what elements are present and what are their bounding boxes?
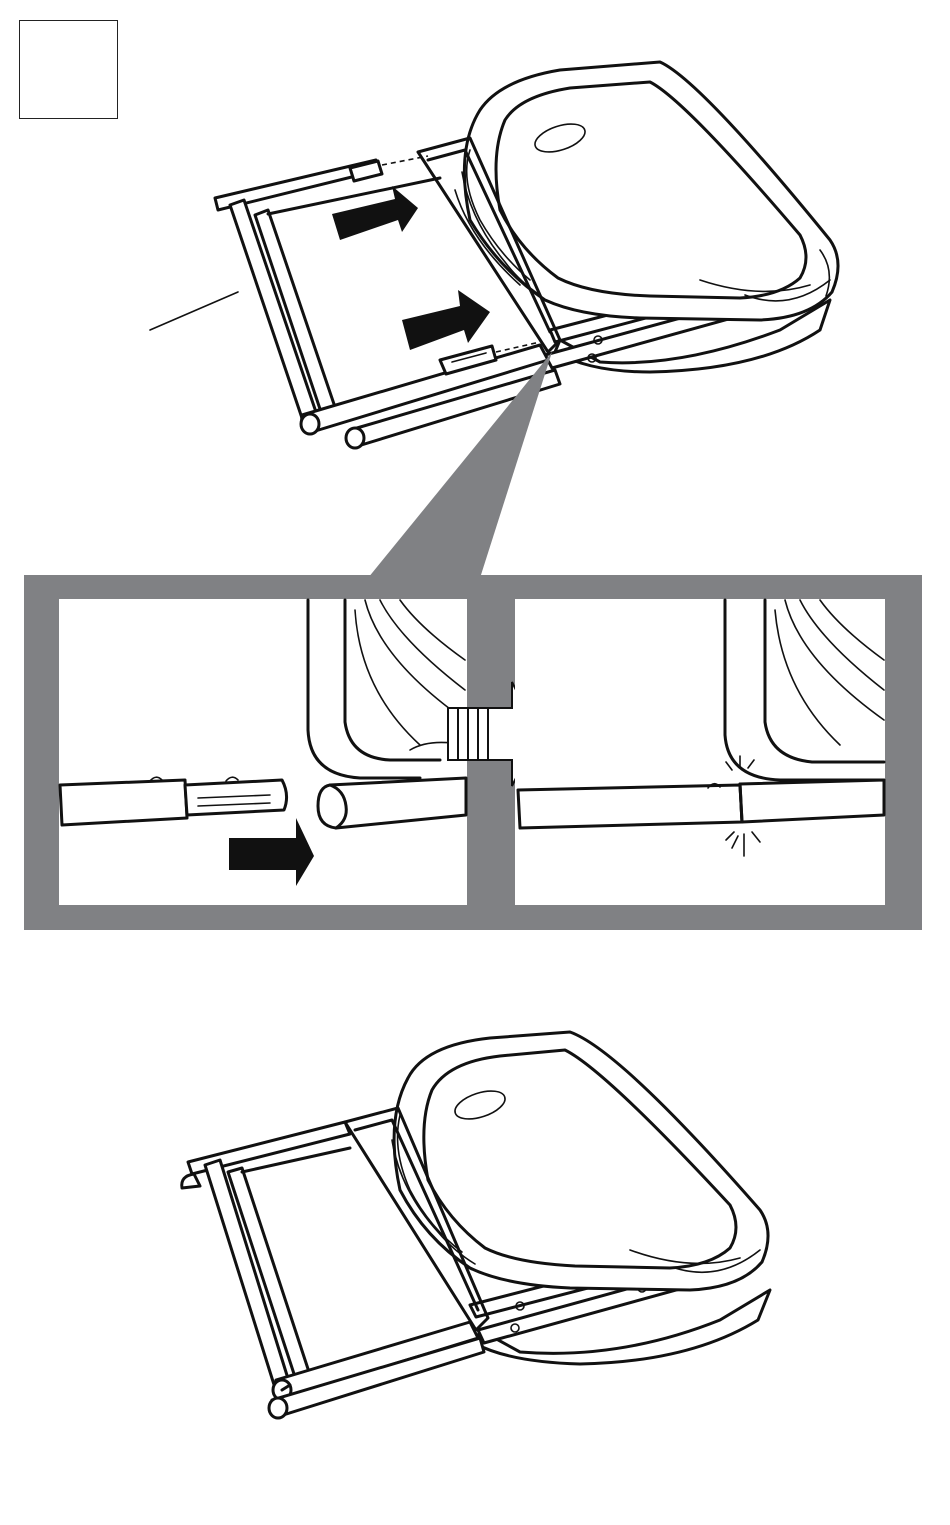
after-assembly-figure [182, 1032, 770, 1418]
seat-unit [418, 62, 838, 372]
before-assembly-figure [150, 62, 838, 578]
push-arrow-icon [332, 186, 418, 240]
detail-after-connection [515, 599, 885, 905]
leader-line [150, 292, 238, 330]
push-arrows [332, 186, 490, 350]
detail-inset [24, 575, 922, 930]
push-arrow-icon [402, 290, 490, 350]
detail-before-connection [59, 599, 467, 905]
